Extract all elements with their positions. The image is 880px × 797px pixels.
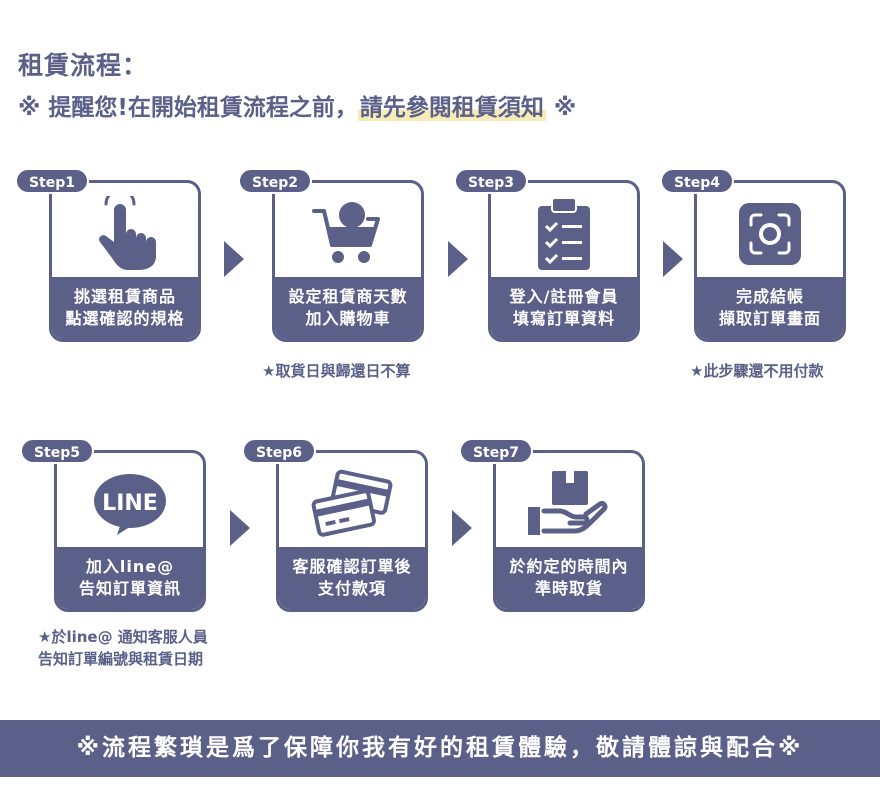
step-5-note-line1: ★於line@ 通知客服人員 — [38, 628, 208, 646]
step-6-badge: Step6 — [242, 438, 316, 464]
step-2-line1: 設定租賃商天數 — [288, 287, 408, 306]
step-7-line2: 準時取貨 — [534, 579, 603, 598]
step-2-note: ★取貨日與歸還日不算 — [262, 362, 411, 380]
step-2-card: 設定租賃商天數加入購物車 Step2 — [238, 168, 424, 342]
shopping-cart-icon — [275, 191, 421, 277]
step-5-line2: 告知訂單資訊 — [78, 579, 181, 598]
step-1-line2: 點選確認的規格 — [65, 309, 185, 328]
reminder-notice: ※ 提醒您!在開始租賃流程之前，請先參閱租賃須知 ※ — [18, 88, 576, 122]
arrow-right-icon — [663, 241, 683, 277]
step-4-card: 完成結帳擷取訂單畫面 Step4 — [660, 168, 846, 342]
step-3-badge: Step3 — [454, 168, 528, 194]
notice-suffix: ※ — [545, 95, 577, 121]
hand-package-icon — [496, 461, 642, 547]
clipboard-checklist-icon — [491, 191, 637, 277]
arrow-right-icon — [452, 510, 472, 546]
step-7-card: 於約定的時間內準時取貨 Step7 — [459, 438, 645, 612]
step-5-line1: 加入line@ — [85, 557, 175, 576]
step-2-line2: 加入購物車 — [305, 309, 391, 328]
step-5-card: LINE 加入line@ 告知訂單資訊 Step5 — [20, 438, 206, 612]
step-5-note-line2: 告知訂單編號與租賃日期 — [38, 650, 204, 668]
notice-prefix: ※ 提醒您!在開始租賃流程之前， — [18, 95, 358, 121]
step-3-line1: 登入/註冊會員 — [509, 287, 619, 306]
step-2-badge: Step2 — [238, 168, 312, 194]
arrow-right-icon — [224, 241, 244, 277]
pointing-hand-icon — [52, 191, 198, 277]
step-1-card: 挑選租賃商品點選確認的規格 Step1 — [15, 168, 201, 342]
step-1-line1: 挑選租賃商品 — [73, 287, 176, 306]
step-3-card: 登入/註冊會員填寫訂單資料 Step3 — [454, 168, 640, 342]
step-4-line1: 完成結帳 — [735, 287, 804, 306]
arrow-right-icon — [230, 510, 250, 546]
line-logo-icon: LINE — [57, 461, 203, 547]
page-title: 租賃流程： — [18, 51, 149, 80]
screenshot-icon — [697, 191, 843, 277]
step-6-line2: 支付款項 — [317, 579, 386, 598]
step-1-badge: Step1 — [15, 168, 89, 194]
arrow-right-icon — [448, 241, 468, 277]
step-4-badge: Step4 — [660, 168, 734, 194]
step-6-card: 客服確認訂單後支付款項 Step6 — [242, 438, 428, 612]
step-6-line1: 客服確認訂單後 — [292, 557, 412, 576]
footer-banner: ※流程繁瑣是爲了保障你我有好的租賃體驗，敬請體諒與配合※ — [0, 720, 880, 777]
step-7-line1: 於約定的時間內 — [509, 557, 629, 576]
step-4-note: ★此步驟還不用付款 — [690, 362, 824, 380]
step-4-line2: 擷取訂單畫面 — [718, 309, 821, 328]
step-5-note: ★於line@ 通知客服人員 告知訂單編號與租賃日期 — [38, 626, 208, 670]
credit-cards-icon — [279, 461, 425, 547]
step-3-line2: 填寫訂單資料 — [512, 309, 615, 328]
step-5-badge: Step5 — [20, 438, 94, 464]
step-7-badge: Step7 — [459, 438, 533, 464]
rental-terms-link[interactable]: 請先參閱租賃須知 — [357, 95, 546, 121]
line-logo-text: LINE — [102, 491, 158, 516]
